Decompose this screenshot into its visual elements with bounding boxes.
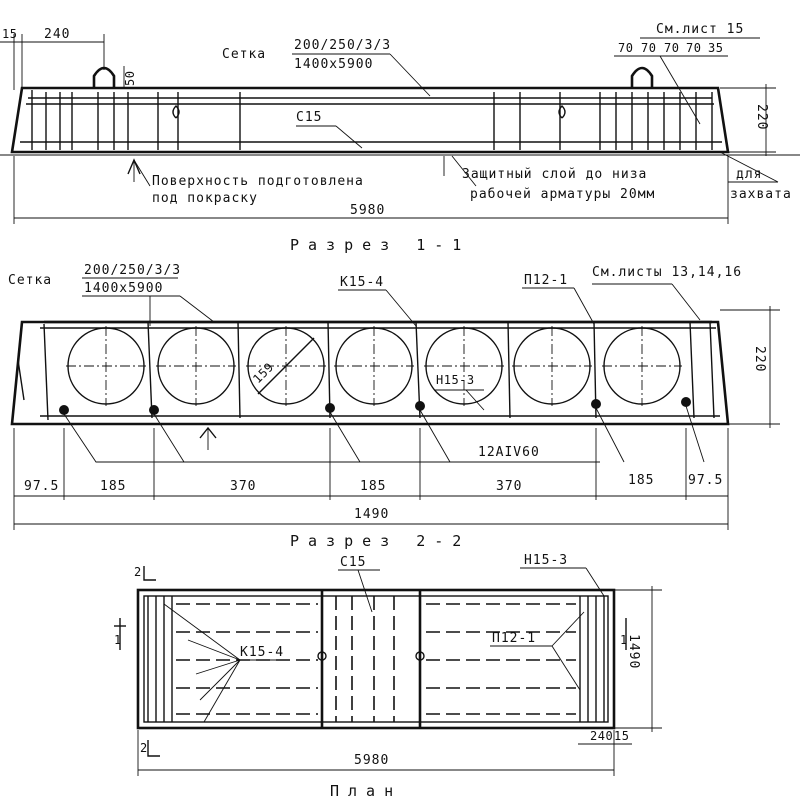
note-surface-line1: Поверхность подготовлена (152, 174, 364, 189)
plan-title: План (330, 782, 402, 800)
bar-leader (335, 125, 363, 149)
hook-mark (172, 105, 180, 119)
dim-chain-label: 97.5 (688, 473, 723, 488)
sheet-note: См.лист 15 (656, 22, 744, 37)
plan-bar-label-c15: С15 (340, 555, 366, 570)
dim-50-label: 50 (123, 71, 137, 86)
plan-end-zone-left (147, 596, 173, 722)
rebar-leader (63, 413, 600, 463)
plan-outline (136, 588, 616, 730)
dim-70: 70 (686, 41, 701, 55)
plan-dim-15: 15 (614, 729, 629, 743)
note-surface-line2: под покраску (152, 191, 258, 206)
frame-bars-left (31, 90, 241, 150)
dim-chain-label: 185 (360, 479, 386, 494)
dim-35: 35 (708, 41, 723, 55)
dim-chain-label: 370 (230, 479, 256, 494)
plan-dim-length-5980: 5980 (354, 753, 389, 768)
dim-chain-label: 97.5 (24, 479, 59, 494)
sheets-note: См.листы 13,14,16 (592, 265, 742, 280)
dim-chain-label: 185 (628, 473, 654, 488)
dim-height-220: 220 (752, 346, 767, 372)
plan-frame-label-k15-4: К15-4 (240, 645, 284, 660)
plan-loop-label-p12-1: П12-1 (492, 631, 536, 646)
hole-diameter-line (257, 337, 315, 395)
sheet-leader (659, 55, 701, 125)
dim-length-5980: 5980 (350, 203, 385, 218)
note-cover-line2: рабочей арматуры 20мм (470, 187, 655, 202)
lifting-loop-right (630, 66, 654, 88)
section-mark-2: 2 (134, 565, 142, 579)
section-2-2: 159 Сетка 200/250/3/3 1400x5900 К15-4 П1… (8, 263, 780, 550)
dim-chain-label: 185 (100, 479, 126, 494)
frame-leader (385, 289, 417, 327)
holes (66, 326, 682, 406)
section-1-1: 15 240 50 Сетка 200/250/3/3 1400x5900 См… (0, 22, 800, 254)
hole-diameter-label: 159 (250, 360, 276, 386)
dim-70: 70 (618, 41, 633, 55)
hook-mark (558, 105, 566, 119)
slab-outline-cross (10, 320, 730, 426)
note-grip-line2: захвата (730, 187, 792, 202)
note-grip-line1: для (736, 167, 762, 182)
bar-label-c15: С15 (296, 110, 322, 125)
section-1-title: Разрез 1-1 (290, 236, 470, 254)
mesh-spec-top: 200/250/3/3 (84, 263, 181, 278)
mesh-label: Сетка (222, 47, 266, 62)
rebar-label-12aiv60: 12AIV60 (478, 445, 540, 460)
rebars (59, 397, 691, 415)
dim-chain-label: 370 (496, 479, 522, 494)
frame-bars-right (493, 92, 713, 150)
sheets-leader (671, 283, 701, 321)
plan-end-zone-right (579, 596, 605, 722)
note-cover-line1: Защитный слой до низа (462, 167, 647, 182)
section-mark-1: 1 (114, 633, 122, 647)
frame-label-k15-4: К15-4 (340, 275, 384, 290)
section-mark-2: 2 (140, 741, 148, 755)
dim-height-220: 220 (754, 104, 769, 130)
dim-70: 70 (664, 41, 679, 55)
plan-net-label-n15-3: Н15-3 (524, 553, 568, 568)
plan-dim-width-1490: 1490 (626, 634, 641, 669)
mesh-spec-top: 200/250/3/3 (294, 38, 391, 53)
dim-240-label: 240 (44, 27, 70, 42)
dim-70: 70 (641, 41, 656, 55)
loop-label-p12-1: П12-1 (524, 273, 568, 288)
mesh-leader (179, 295, 215, 323)
edge-mark (17, 339, 25, 401)
mesh-label: Сетка (8, 273, 52, 288)
dim-total-1490: 1490 (354, 507, 389, 522)
plan-dashed-bars (176, 596, 576, 722)
mesh-spec-bottom: 1400x5900 (294, 57, 373, 72)
lifting-loop-left (92, 66, 116, 88)
loop-leader (573, 287, 595, 325)
mesh-spec-bottom: 1400x5900 (84, 281, 163, 296)
plan-dim-240: 240 (590, 729, 613, 743)
mesh-leader (389, 53, 431, 97)
section-2-title: Разрез 2-2 (290, 532, 470, 550)
dim-15-label: 15 (2, 27, 17, 41)
net-label-n15-3: Н15-3 (436, 373, 475, 387)
section-mark-1: 1 (620, 633, 628, 647)
plan-view: С15 Н15-3 К15-4 П12-1 2 2 1 1 1490 240 (114, 553, 662, 800)
